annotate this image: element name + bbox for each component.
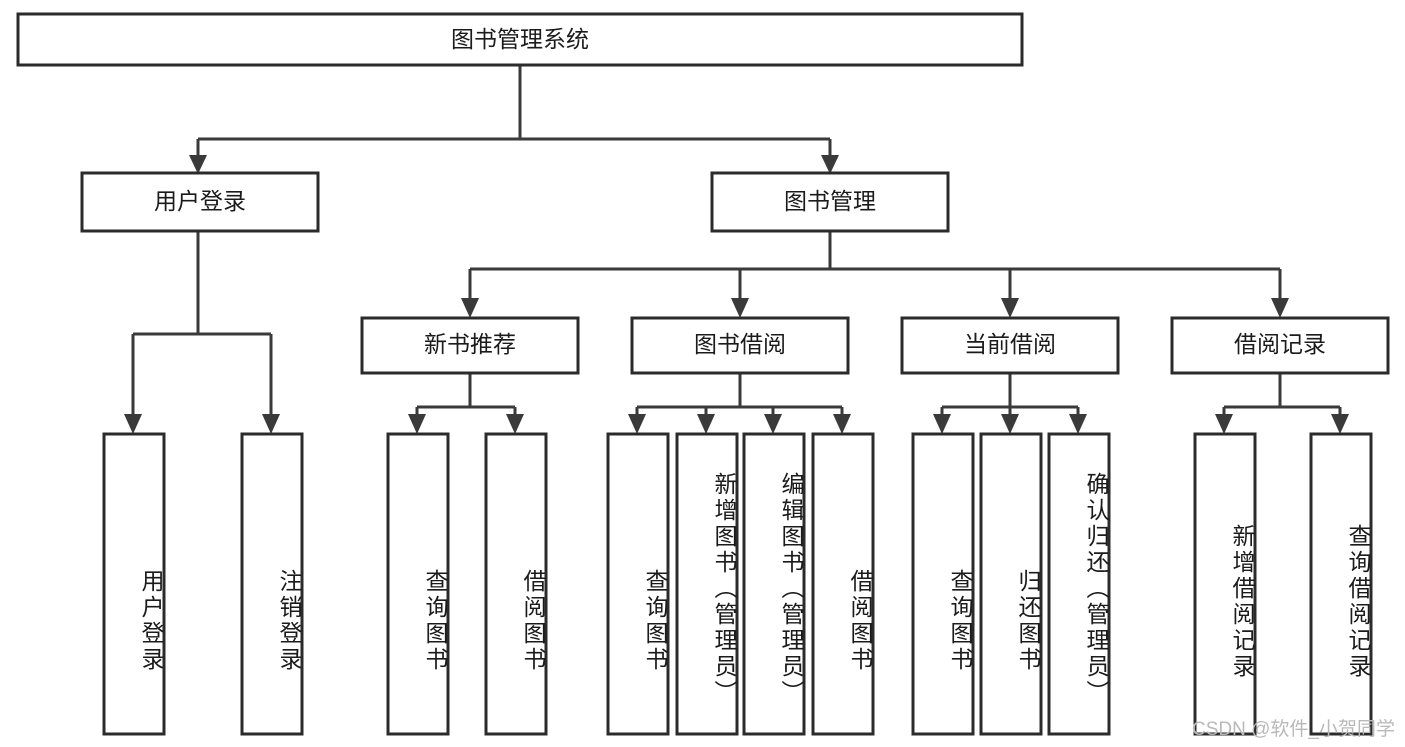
- arrow-book-manage: [821, 155, 839, 174]
- edges-layer: [124, 65, 1349, 434]
- node-current-borrow-box[interactable]: [900, 316, 1120, 375]
- node-leaf-logout-box[interactable]: [240, 432, 304, 736]
- node-current-borrow-label: 当前借阅: [964, 331, 1056, 357]
- arrow-leaf-confirm-return: [1069, 414, 1087, 434]
- csdn-watermark: CSDN @软件_小贺同学: [1192, 719, 1395, 740]
- node-book-borrow-box[interactable]: [630, 316, 850, 375]
- arrow-leaf-add-record: [1215, 414, 1233, 434]
- node-leaf-query-record-box[interactable]: [1309, 432, 1373, 736]
- node-book-manage[interactable]: 图书管理: [710, 171, 950, 233]
- arrow-leaf-return-book: [1001, 414, 1019, 434]
- node-borrow-record-label: 借阅记录: [1234, 331, 1326, 357]
- arrow-leaf-query-book-1: [408, 414, 426, 434]
- node-root[interactable]: 图书管理系统: [16, 12, 1024, 67]
- node-book-borrow[interactable]: 图书借阅: [630, 316, 850, 375]
- node-user-login-box[interactable]: [80, 171, 320, 233]
- node-leaf-return-book-box[interactable]: [979, 432, 1043, 736]
- node-current-borrow[interactable]: 当前借阅: [900, 316, 1120, 375]
- node-new-book-recommend-box[interactable]: [360, 316, 580, 375]
- node-user-login-label: 用户登录: [154, 188, 246, 214]
- node-book-manage-box[interactable]: [710, 171, 950, 233]
- node-leaf-query-book-1-box[interactable]: [386, 432, 450, 736]
- node-leaf-query-book-2-box[interactable]: [606, 432, 670, 736]
- arrow-leaf-user-login: [124, 414, 142, 434]
- node-leaf-add-record-box[interactable]: [1193, 432, 1257, 736]
- arrow-current-borrow: [1001, 298, 1019, 318]
- node-book-manage-label: 图书管理: [784, 188, 876, 214]
- arrow-leaf-query-book-3: [933, 414, 951, 434]
- node-leaf-borrow-book-1-box[interactable]: [484, 432, 548, 736]
- arrow-leaf-query-record: [1331, 414, 1349, 434]
- arrow-leaf-borrow-book-1: [506, 414, 524, 434]
- node-leaf-confirm-return-box[interactable]: [1047, 432, 1111, 736]
- arrow-leaf-logout: [262, 414, 280, 434]
- arrow-user-login: [189, 155, 207, 174]
- node-new-book-recommend-label: 新书推荐: [424, 331, 516, 357]
- node-leaf-add-book-box[interactable]: [675, 432, 739, 736]
- arrow-new-book-recommend: [461, 298, 479, 318]
- arrow-borrow-record: [1271, 298, 1289, 318]
- node-borrow-record[interactable]: 借阅记录: [1170, 316, 1390, 375]
- node-leaf-edit-book-box[interactable]: [742, 432, 806, 736]
- arrow-leaf-edit-book: [764, 414, 782, 434]
- arrow-leaf-add-book: [697, 414, 715, 434]
- node-borrow-record-box[interactable]: [1170, 316, 1390, 375]
- arrow-book-borrow: [731, 298, 749, 318]
- node-leaf-query-book-3-box[interactable]: [911, 432, 975, 736]
- arrow-leaf-query-book-2: [628, 414, 646, 434]
- node-book-borrow-label: 图书借阅: [694, 331, 786, 357]
- node-root-label: 图书管理系统: [451, 26, 589, 52]
- node-root-box[interactable]: [16, 12, 1024, 67]
- node-leaf-user-login-box[interactable]: [102, 432, 166, 736]
- nodes-layer: 图书管理系统 用户登录 图书管理 新书推荐 图书借阅 当前借阅: [16, 12, 1390, 736]
- arrow-leaf-borrow-book-2: [833, 414, 851, 434]
- node-user-login[interactable]: 用户登录: [80, 171, 320, 233]
- node-leaf-borrow-book-2-box[interactable]: [811, 432, 875, 736]
- node-new-book-recommend[interactable]: 新书推荐: [360, 316, 580, 375]
